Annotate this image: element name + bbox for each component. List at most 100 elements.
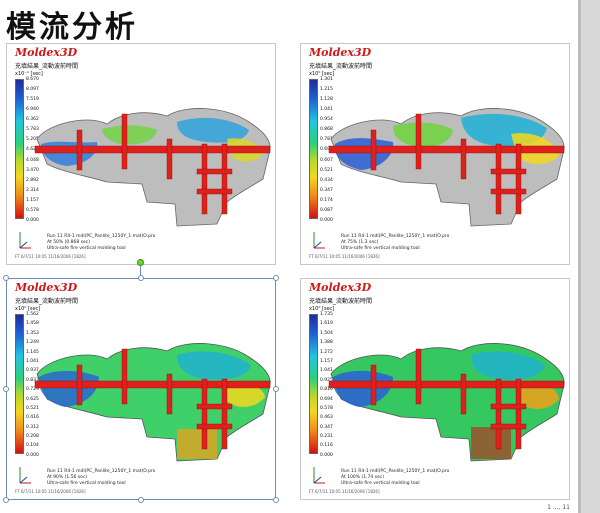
legend-ticks: 1.562 1.458 1.353 1.249 1.145 1.041 0.93…	[26, 312, 50, 458]
legend-tick: 1.458	[26, 321, 39, 327]
legend-ticks: 1.735 1.619 1.504 1.388 1.272 1.157 1.04…	[320, 312, 344, 458]
legend-tick: 1.504	[320, 330, 333, 336]
legend-unit: x10⁰ [sec]	[15, 306, 41, 312]
legend-tick: 0.116	[320, 443, 333, 449]
run-info: Run 11 R4-1 mdl(PC_Panlite_1250Y_1 mat)O…	[341, 234, 449, 252]
legend-tick: 1.619	[320, 321, 333, 327]
legend-tick: 4.627	[26, 147, 39, 153]
selection-handle-icon[interactable]	[3, 386, 9, 392]
legend-tick: 0.000	[320, 452, 333, 458]
run-info-line: Run 11 R4-1 mdl(PC_Panlite_1250Y_1 mat)O…	[341, 469, 450, 474]
selection-handle-icon[interactable]	[138, 497, 144, 503]
panel-footer: FT 6/7/11 10:05 11/16/2006 [1826]	[15, 489, 86, 494]
panel-subtitle: 充填結果_流動波前時間	[309, 63, 373, 70]
result-panel-2[interactable]: Moldex3D 充填結果_流動波前時間 x10⁰ [sec] 1.301 1.…	[300, 43, 570, 265]
legend-ticks: 1.301 1.215 1.128 1.041 0.954 0.868 0.78…	[320, 77, 344, 223]
legend-tick: 0.312	[26, 424, 39, 430]
legend-tick: 1.272	[320, 349, 333, 355]
legend-tick: 0.937	[26, 368, 39, 374]
legend-tick: 1.041	[320, 107, 333, 113]
color-legend-bar	[15, 79, 24, 219]
runner-system-icon	[328, 113, 565, 215]
legend-tick: 0.810	[320, 387, 333, 393]
legend-tick: 0.174	[320, 197, 333, 203]
run-info-line: Run 11 R4-1 mdl(PC_Panlite_1250Y_1 mat)O…	[341, 234, 450, 239]
legend-tick: 0.000	[26, 217, 39, 223]
legend-tick: 0.000	[320, 217, 333, 223]
rotate-handle-icon[interactable]	[137, 259, 144, 266]
legend-tick: 0.694	[320, 396, 333, 402]
legend-unit: x10⁰ [sec]	[309, 71, 335, 77]
legend-tick: 1.388	[320, 340, 333, 346]
color-legend-bar	[15, 314, 24, 454]
run-info-line: Ultra-safe fire vertical molding tool	[341, 246, 420, 251]
run-info-line: Run 11 R4-1 mdl(PC_Panlite_1250Y_1 mat)O…	[47, 234, 156, 239]
legend-tick: 1.249	[26, 340, 39, 346]
moldex-logo: Moldex3D	[309, 281, 372, 294]
dashboard-flow-simulation-image	[34, 108, 271, 227]
run-info: Run 11 R4-1 mdl(PC_Panlite_1250Y_1 mat)O…	[47, 234, 155, 252]
legend-tick: 0.578	[26, 207, 39, 213]
legend-tick: 1.128	[320, 97, 333, 103]
selection-handle-icon[interactable]	[3, 275, 9, 281]
legend-tick: 2.314	[26, 187, 39, 193]
legend-ticks: 8.670 8.097 7.519 6.940 6.362 5.783 5.20…	[26, 77, 50, 223]
axis-triad-icon	[313, 467, 325, 484]
run-info-line: At 90% (1.56 sec)	[47, 475, 88, 480]
legend-tick: 0.231	[320, 434, 333, 440]
result-panel-4[interactable]: Moldex3D 充填結果_流動波前時間 x10⁰ [sec] 1.735 1.…	[300, 278, 570, 500]
legend-tick: 6.362	[26, 117, 39, 123]
legend-tick: 0.729	[26, 387, 39, 393]
legend-tick: 1.041	[26, 358, 39, 364]
dashboard-flow-simulation-image	[328, 343, 565, 462]
selection-handle-icon[interactable]	[138, 275, 144, 281]
moldex-logo: Moldex3D	[15, 281, 78, 294]
dashboard-flow-simulation-image	[34, 343, 271, 462]
dashboard-flow-simulation-image	[328, 108, 565, 227]
color-legend-bar	[309, 79, 318, 219]
moldex-logo: Moldex3D	[309, 46, 372, 59]
run-info-line: At 100% (1.74 sec)	[341, 475, 385, 480]
legend-tick: 4.048	[26, 157, 39, 163]
legend-tick: 0.416	[26, 415, 39, 421]
selection-handle-icon[interactable]	[273, 497, 279, 503]
legend-tick: 5.783	[26, 127, 39, 133]
result-panel-3[interactable]: Moldex3D 充填結果_流動波前時間 x10⁰ [sec] 1.562 1.…	[6, 278, 276, 500]
color-legend-bar	[309, 314, 318, 454]
legend-tick: 3.470	[26, 167, 39, 173]
legend-tick: 7.519	[26, 97, 39, 103]
run-info-line: At 50% (0.868 sec)	[47, 240, 91, 245]
legend-tick: 0.434	[320, 177, 333, 183]
axis-triad-icon	[19, 232, 31, 249]
legend-tick: 0.925	[320, 377, 333, 383]
legend-tick: 6.940	[26, 107, 39, 113]
runner-system-icon	[328, 348, 565, 450]
run-info-line: Ultra-safe fire vertical molding tool	[47, 246, 126, 251]
legend-tick: 0.521	[320, 167, 333, 173]
legend-tick: 1.145	[26, 349, 39, 355]
page-title: 模流分析	[6, 10, 138, 45]
legend-tick: 0.694	[320, 147, 333, 153]
legend-unit: x10⁻¹ [sec]	[15, 71, 43, 77]
legend-tick: 1.735	[320, 312, 333, 317]
panel-footer: FT 6/7/11 10:05 11/16/2006 [1826]	[15, 254, 86, 259]
legend-tick: 1.301	[320, 77, 333, 82]
legend-tick: 0.607	[320, 157, 333, 163]
legend-tick: 1.157	[26, 197, 39, 203]
selection-handle-icon[interactable]	[273, 386, 279, 392]
legend-tick: 0.104	[26, 443, 39, 449]
selection-handle-icon[interactable]	[3, 497, 9, 503]
run-info-line: Ultra-safe fire vertical molding tool	[341, 481, 420, 486]
selection-handle-icon[interactable]	[273, 275, 279, 281]
legend-tick: 0.781	[320, 137, 333, 143]
panel-footer: FT 6/7/11 10:05 11/16/2006 [1826]	[309, 254, 380, 259]
right-scroll-strip[interactable]	[578, 0, 600, 513]
legend-tick: 0.208	[26, 434, 39, 440]
result-panel-1[interactable]: Moldex3D 充填結果_流動波前時間 x10⁻¹ [sec] 8.670 8…	[6, 43, 276, 265]
legend-tick: 0.578	[320, 405, 333, 411]
panel-footer: FT 6/7/11 10:05 11/16/2006 [1826]	[309, 489, 380, 494]
legend-tick: 0.463	[320, 415, 333, 421]
legend-tick: 0.087	[320, 207, 333, 213]
legend-tick: 0.347	[320, 424, 333, 430]
legend-tick: 8.097	[26, 87, 39, 93]
